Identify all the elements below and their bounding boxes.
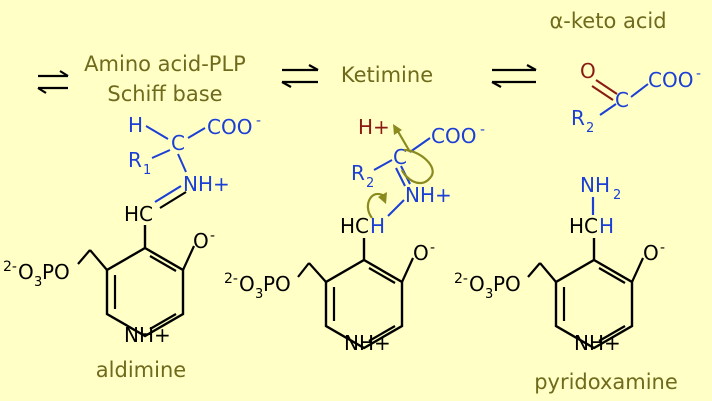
pyridoxamine-carbon: C: [584, 214, 598, 238]
schiff-base-label: Schiff base: [107, 82, 222, 106]
pyridoxamine-h-left: H: [569, 214, 584, 238]
keto-acid-label: α-keto acid: [549, 9, 666, 33]
curved-arrow-alpha-proton: [400, 148, 434, 185]
ketimine-label: Ketimine: [341, 63, 433, 87]
aldimine-phenoxide: O: [193, 229, 209, 253]
ketimine-structure: H+ C COO - R 2 NH+ H C H O - 2- O 3 PO N…: [224, 115, 485, 355]
ketimine-r-group: R: [351, 161, 365, 185]
aldimine-r-group: R: [128, 148, 142, 172]
curved-arrow-to-imine: [366, 193, 385, 219]
keto-carboxylate-charge: -: [696, 66, 701, 82]
equilibrium-arrow-1: [37, 70, 69, 94]
pyridoxamine-structure: NH 2 H C H O - 2- O 3 PO NH+: [454, 173, 665, 355]
equilibrium-arrow-3: [491, 64, 537, 88]
aldimine-carboxylate-charge: -: [256, 113, 261, 129]
pyridoxamine-phosphate-charge: 2-: [454, 271, 468, 287]
pyridoxamine-phosphate-3: 3: [485, 287, 493, 302]
ketimine-h-right: H: [370, 214, 385, 238]
keto-oxygen: O: [580, 59, 596, 83]
aldimine-label: aldimine: [96, 358, 186, 382]
ketimine-carbon: C: [355, 214, 369, 238]
pyridoxamine-label: pyridoxamine: [534, 370, 678, 394]
ketimine-phosphate-charge: 2-: [224, 271, 238, 287]
aldimine-ring-nh: NH+: [124, 323, 171, 347]
aldimine-carboxylate: COO: [207, 115, 252, 139]
ketimine-phosphate-3: 3: [255, 287, 263, 302]
pyridoxamine-ring-nh: NH+: [574, 331, 621, 355]
aldimine-phosphate-charge: 2-: [3, 259, 17, 275]
ketimine-carboxylate-charge: -: [480, 122, 485, 138]
keto-acid-structure: O C COO - R 2: [571, 59, 701, 136]
pyridoxamine-h-right: H: [599, 214, 614, 238]
aldimine-phosphate-po: PO: [42, 260, 70, 284]
electron-arrows: [366, 124, 434, 219]
ketimine-phenoxide-charge: -: [430, 240, 435, 256]
ketimine-h-plus: H+: [358, 115, 390, 139]
ketimine-carboxylate: COO: [431, 124, 476, 148]
aldimine-structure: H C COO - R 1 NH+ HC O - 2- O 3 PO NH+: [3, 113, 261, 347]
amino-acid-plp-label: Amino acid-PLP: [84, 52, 246, 76]
keto-carboxylate: COO: [648, 68, 693, 92]
ketimine-phenoxide: O: [413, 241, 429, 265]
pyridoxamine-phenoxide-charge: -: [660, 240, 665, 256]
ketimine-nh-plus: NH+: [405, 183, 452, 207]
pyridoxamine-phenoxide: O: [643, 241, 659, 265]
aldimine-phosphate-o: O: [18, 260, 34, 284]
ketimine-alpha-carbon: C: [393, 145, 407, 169]
keto-carbon: C: [615, 88, 629, 112]
pyridoxamine-nh2: NH: [580, 173, 610, 197]
ketimine-r-subscript: 2: [366, 176, 374, 191]
pyridoxamine-phosphate-o: O: [469, 272, 485, 296]
ketimine-ring-nh: NH+: [344, 331, 391, 355]
aldimine-phenoxide-charge: -: [210, 228, 215, 244]
ketimine-h-left: H: [340, 214, 355, 238]
pyridoxamine-nh2-subscript: 2: [613, 188, 621, 203]
aldimine-h: H: [128, 113, 143, 137]
keto-r-subscript: 2: [586, 121, 594, 136]
keto-r-group: R: [571, 106, 585, 130]
equilibrium-arrow-2: [281, 64, 319, 88]
aldimine-hc: HC: [124, 202, 153, 226]
pyridoxamine-phosphate-po: PO: [493, 272, 521, 296]
aldimine-phosphate-3: 3: [34, 275, 42, 290]
aldimine-alpha-carbon: C: [171, 131, 185, 155]
ketimine-phosphate-po: PO: [263, 272, 291, 296]
ketimine-phosphate-o: O: [239, 272, 255, 296]
aldimine-r-subscript: 1: [143, 163, 151, 178]
aldimine-nh-plus: NH+: [183, 172, 230, 196]
